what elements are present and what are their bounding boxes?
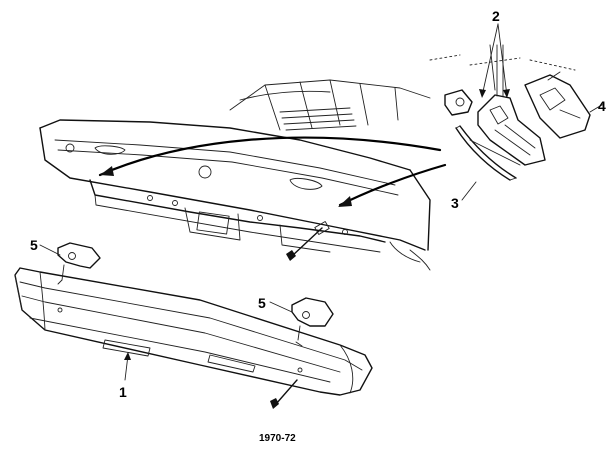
bolt-icon-lower: [270, 379, 298, 409]
leader-arrows: [98, 136, 447, 207]
part-label-3: 3: [451, 195, 459, 211]
end-cap-assembly: [429, 44, 601, 181]
bolt-icon-upper: [286, 221, 330, 261]
rear-bumper-bar: [14, 267, 373, 396]
car-body-rear-panel: [39, 79, 431, 271]
bumper-bracket-upper: [57, 242, 101, 285]
part-label-1: 1: [119, 384, 127, 400]
bumper-bracket-lower: [291, 297, 334, 347]
part-label-5-lower: 5: [258, 295, 266, 311]
part-label-4: 4: [598, 98, 606, 114]
part-label-5-upper: 5: [30, 237, 38, 253]
part-label-2: 2: [492, 8, 500, 24]
diagram-caption: 1970-72: [259, 433, 296, 444]
label-leaders: [39, 23, 605, 381]
